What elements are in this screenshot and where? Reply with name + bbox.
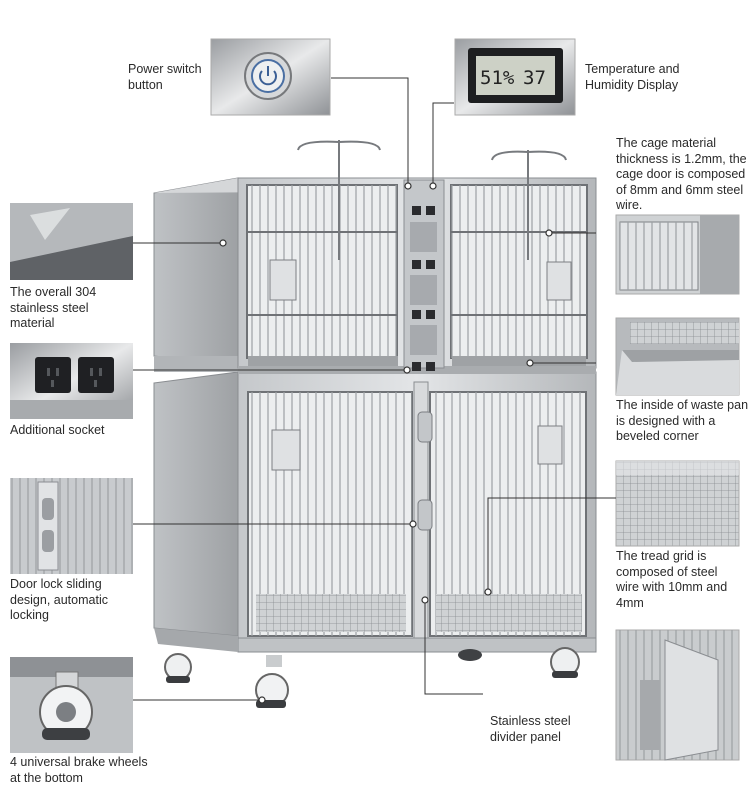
power-switch-label: Power switch button: [128, 62, 202, 92]
leader-dots: [219, 182, 553, 704]
socket-label: Additional socket: [10, 423, 105, 437]
cage-body: [153, 140, 597, 653]
wheel-back-right: [458, 649, 482, 661]
thumb-stainless: [10, 203, 133, 280]
door-lock-label: Door lock sliding design, automatic lock…: [10, 577, 108, 622]
thumb-wheels: [10, 657, 133, 753]
leader-lines: [133, 77, 616, 701]
thumb-waste-pan: [615, 317, 740, 396]
divider-label: Stainless steel divider panel: [490, 714, 571, 744]
stainless-label: The overall 304 stainless steel material: [10, 285, 97, 330]
waste-pan-label: The inside of waste pan is designed with…: [616, 398, 749, 443]
thumb-divider: [615, 629, 740, 761]
temp-display-label: Temperature and Humidity Display: [585, 62, 680, 92]
cage-material-label: The cage material thickness is 1.2mm, th…: [616, 136, 747, 212]
wheel-front-left: [255, 655, 289, 708]
wheel-back-left: [164, 653, 192, 683]
socket-strip: [412, 206, 435, 371]
wheel-icons: [164, 647, 580, 708]
thumb-tread-grid: [615, 460, 740, 547]
thumb-power-switch: [210, 38, 331, 116]
thumb-door-lock: [10, 478, 133, 574]
tread-grid-label: The tread grid is composed of steel wire…: [616, 549, 728, 610]
wheel-front-right: [550, 647, 580, 678]
thumb-cage-door: [615, 214, 740, 295]
humidity-readout: 51%: [480, 67, 515, 89]
thumb-socket: [10, 343, 133, 419]
thumb-temp-display: 51% 37: [454, 38, 576, 116]
wheels-label: 4 universal brake wheels at the bottom: [10, 755, 148, 785]
temperature-readout: 37: [523, 67, 546, 89]
